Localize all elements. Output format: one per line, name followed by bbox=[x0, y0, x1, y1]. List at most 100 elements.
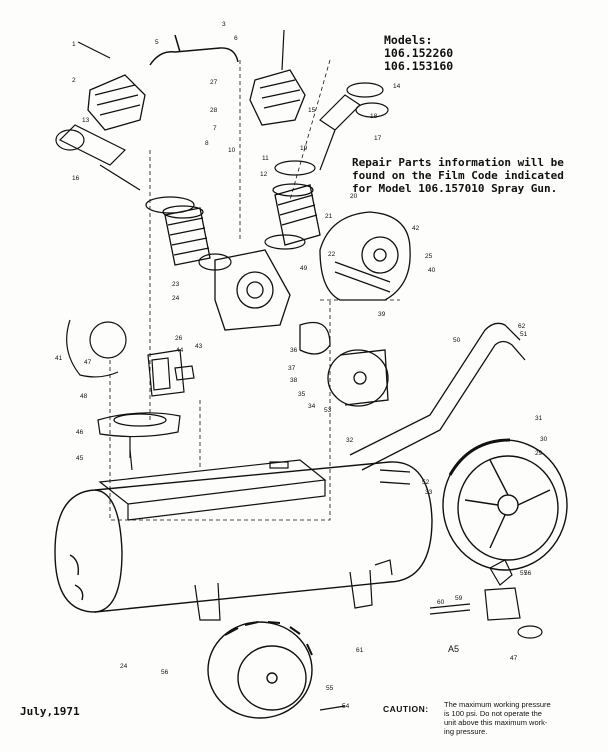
callout-37: 37 bbox=[288, 365, 296, 372]
callout-39: 39 bbox=[378, 311, 386, 318]
repair-note-line-2: found on the Film Code indicated bbox=[352, 169, 564, 182]
callout-47-b: 47 bbox=[510, 655, 518, 662]
callout-31: 31 bbox=[535, 415, 543, 422]
tank-feet bbox=[194, 559, 393, 621]
cylinder-heads bbox=[87, 69, 306, 131]
repair-note-line-3: for Model 106.157010 Spray Gun. bbox=[352, 182, 558, 195]
callout-42: 42 bbox=[412, 225, 420, 232]
callout-5: 5 bbox=[155, 39, 159, 46]
models-label: Models: bbox=[384, 33, 433, 47]
caution-line-1: The maximum working pressure bbox=[444, 700, 551, 709]
callout-59: 59 bbox=[455, 595, 463, 602]
callout-20: 20 bbox=[350, 193, 358, 200]
callout-40: 40 bbox=[428, 267, 436, 274]
callout-56-b: 56 bbox=[524, 570, 532, 577]
callout-49: 49 bbox=[300, 265, 308, 272]
callout-25: 25 bbox=[425, 253, 433, 260]
callout-7: 7 bbox=[213, 125, 217, 132]
regulator bbox=[429, 559, 543, 639]
caution-line-3: unit above this maximum work- bbox=[444, 718, 548, 727]
pistons bbox=[58, 94, 361, 191]
callout-1: 1 bbox=[72, 41, 76, 48]
callout-55: 55 bbox=[326, 685, 334, 692]
callout-38: 38 bbox=[290, 377, 298, 384]
callout-45: 45 bbox=[76, 455, 84, 462]
callout-46: 46 bbox=[76, 429, 84, 436]
crankcase bbox=[214, 249, 291, 331]
callout-53: 53 bbox=[324, 407, 332, 414]
callout-44: 44 bbox=[176, 347, 184, 354]
callout-27: 27 bbox=[210, 79, 218, 86]
bolts bbox=[77, 29, 346, 711]
callout-50: 50 bbox=[453, 337, 461, 344]
callout-10: 10 bbox=[228, 147, 236, 154]
callout-21: 21 bbox=[325, 213, 333, 220]
callout-43: 43 bbox=[195, 343, 203, 350]
callout-6: 6 bbox=[234, 35, 238, 42]
tank-platform bbox=[98, 459, 327, 521]
callout-8: 8 bbox=[205, 140, 209, 147]
gaskets bbox=[55, 82, 389, 271]
assembly-guide-lines bbox=[109, 59, 400, 521]
callout-62: 62 bbox=[518, 323, 526, 330]
part-number-callouts: 1 2 3 5 6 7 8 10 11 12 13 14 15 16 17 18… bbox=[55, 21, 548, 710]
callout-61: 61 bbox=[356, 647, 364, 654]
callout-16: 16 bbox=[72, 175, 80, 182]
callout-54: 54 bbox=[342, 703, 350, 710]
callout-60: 60 bbox=[437, 599, 445, 606]
wheel-right bbox=[442, 438, 568, 571]
callout-52: 52 bbox=[422, 479, 430, 486]
air-tank bbox=[54, 461, 433, 613]
callout-13: 13 bbox=[82, 117, 90, 124]
sheet-code: A5 bbox=[448, 644, 460, 654]
callout-32: 32 bbox=[346, 437, 354, 444]
callout-2: 2 bbox=[72, 77, 76, 84]
caution-label: CAUTION: bbox=[383, 704, 429, 714]
callout-23: 23 bbox=[172, 281, 180, 288]
callout-3: 3 bbox=[222, 21, 226, 28]
callout-35: 35 bbox=[298, 391, 306, 398]
cylinders bbox=[162, 183, 321, 266]
callout-11: 11 bbox=[262, 155, 269, 162]
callout-14: 14 bbox=[393, 83, 401, 90]
callout-51: 51 bbox=[520, 331, 528, 338]
callout-28: 28 bbox=[210, 107, 218, 114]
callout-24: 24 bbox=[172, 295, 180, 302]
caution-text: The maximum working pressure is 100 psi.… bbox=[444, 700, 594, 736]
belt-guard bbox=[319, 211, 411, 301]
callout-17: 17 bbox=[374, 135, 382, 142]
callout-12: 12 bbox=[260, 171, 268, 178]
callout-33: 33 bbox=[425, 489, 433, 496]
callout-30: 30 bbox=[540, 436, 548, 443]
callout-18: 18 bbox=[370, 113, 378, 120]
callout-34: 34 bbox=[308, 403, 316, 410]
callout-56: 56 bbox=[161, 669, 169, 676]
callout-29: 29 bbox=[535, 450, 543, 457]
callout-41: 41 bbox=[55, 355, 63, 362]
callout-36: 36 bbox=[290, 347, 298, 354]
callout-24-b: 24 bbox=[120, 663, 128, 670]
callout-48: 48 bbox=[80, 393, 88, 400]
manifold-tube bbox=[149, 34, 239, 66]
repair-parts-note: Repair Parts information will be found o… bbox=[352, 156, 564, 195]
caution-line-2: is 100 psi. Do not operate the bbox=[444, 709, 542, 718]
callout-47: 47 bbox=[84, 359, 92, 366]
model-number-2: 106.153160 bbox=[384, 59, 454, 73]
caution-line-4: ing pressure. bbox=[444, 727, 488, 736]
callout-19: 19 bbox=[300, 145, 308, 152]
model-number-1: 106.152260 bbox=[384, 46, 454, 60]
handle bbox=[349, 322, 526, 485]
callout-26: 26 bbox=[175, 335, 183, 342]
gauge-and-switch bbox=[66, 319, 195, 397]
callout-57: 57 bbox=[520, 570, 528, 577]
check-valve bbox=[97, 412, 181, 458]
repair-note-line-1: Repair Parts information will be bbox=[352, 156, 564, 169]
date-label: July,1971 bbox=[20, 705, 80, 718]
models-block: Models: 106.152260 106.153160 bbox=[384, 34, 453, 73]
callout-15: 15 bbox=[308, 107, 316, 114]
electric-motor bbox=[299, 321, 389, 407]
wheel-bottom bbox=[207, 621, 313, 719]
callout-22: 22 bbox=[328, 251, 336, 258]
